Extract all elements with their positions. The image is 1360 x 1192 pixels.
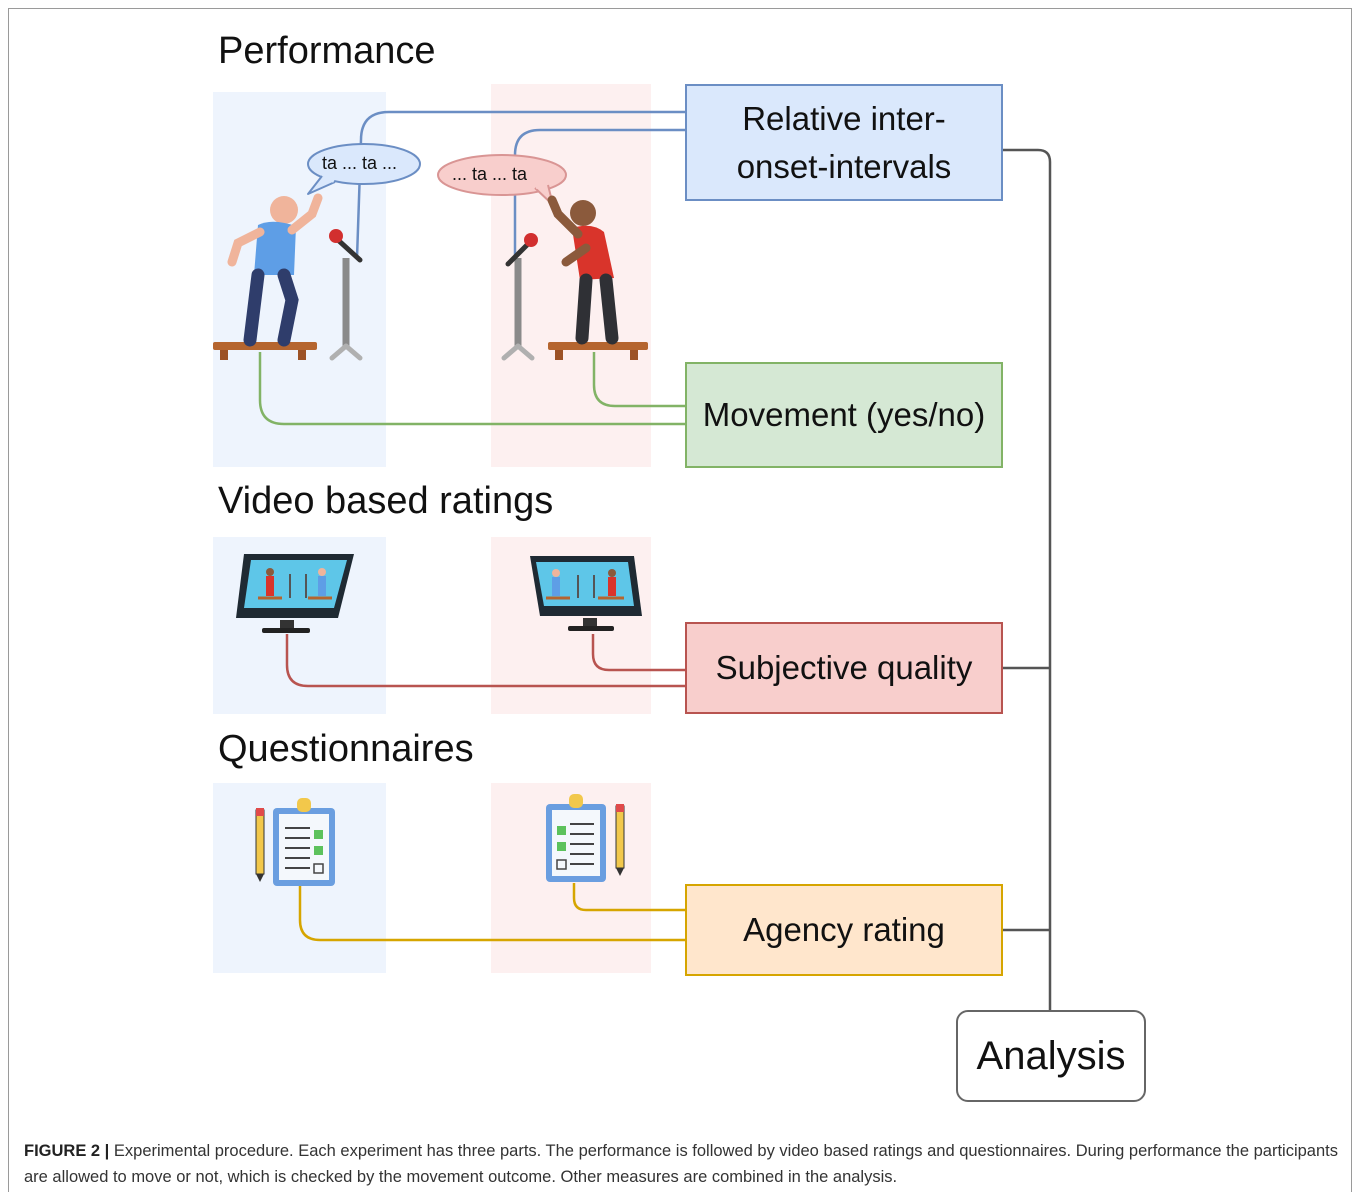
pencil-right-icon [615,804,625,876]
pencil-left-icon [255,808,265,882]
analysis-box: Analysis [956,1010,1146,1102]
agency-connector-right [572,883,686,912]
monitor-left-icon [236,554,354,633]
agency-connector-left [298,886,686,942]
section-title-questionnaires: Questionnaires [218,728,474,770]
stage-left [213,342,317,360]
analysis-trunk-line [1002,148,1052,1010]
ioi-box: Relative inter- onset-intervals [685,84,1003,201]
agency-rating-label: Agency rating [743,911,945,948]
subjective-connector-right [591,634,686,672]
speech-text-right: ... ta ... ta [452,164,528,184]
performer-left-icon [227,193,323,347]
figure-caption: FIGURE 2 | Experimental procedure. Each … [24,1138,1342,1190]
performer-right-icon [547,195,619,345]
figure-label: FIGURE 2 | [24,1142,110,1160]
ioi-box-line2: onset-intervals [736,147,952,185]
movement-connector-right [592,352,686,408]
figure-frame [8,8,1352,1192]
subjective-quality-box: Subjective quality [685,622,1003,714]
movement-box-label: Movement (yes/no) [702,396,986,433]
speech-text-left: ta ... ta ... [322,153,398,173]
clipboard-right-icon [546,794,606,882]
section-title-performance: Performance [218,30,436,72]
agency-rating-box: Agency rating [685,884,1003,976]
movement-connector-left [258,352,686,426]
clipboard-left-icon [273,798,335,886]
microphone-stand-left-icon [329,229,363,361]
subjective-quality-label: Subjective quality [715,649,973,686]
caption-text: Experimental procedure. Each experiment … [24,1142,1338,1186]
analysis-label: Analysis [976,1034,1126,1078]
section-title-video-ratings: Video based ratings [218,480,554,522]
speech-bubble-left [307,143,421,195]
monitor-right-icon [530,556,642,631]
subjective-connector-left [285,634,686,688]
microphone-stand-right-icon [501,233,538,361]
ioi-connector-left [355,110,686,259]
ioi-box-line1: Relative inter- [742,99,946,137]
movement-box: Movement (yes/no) [685,362,1003,468]
stage-right [548,342,648,360]
